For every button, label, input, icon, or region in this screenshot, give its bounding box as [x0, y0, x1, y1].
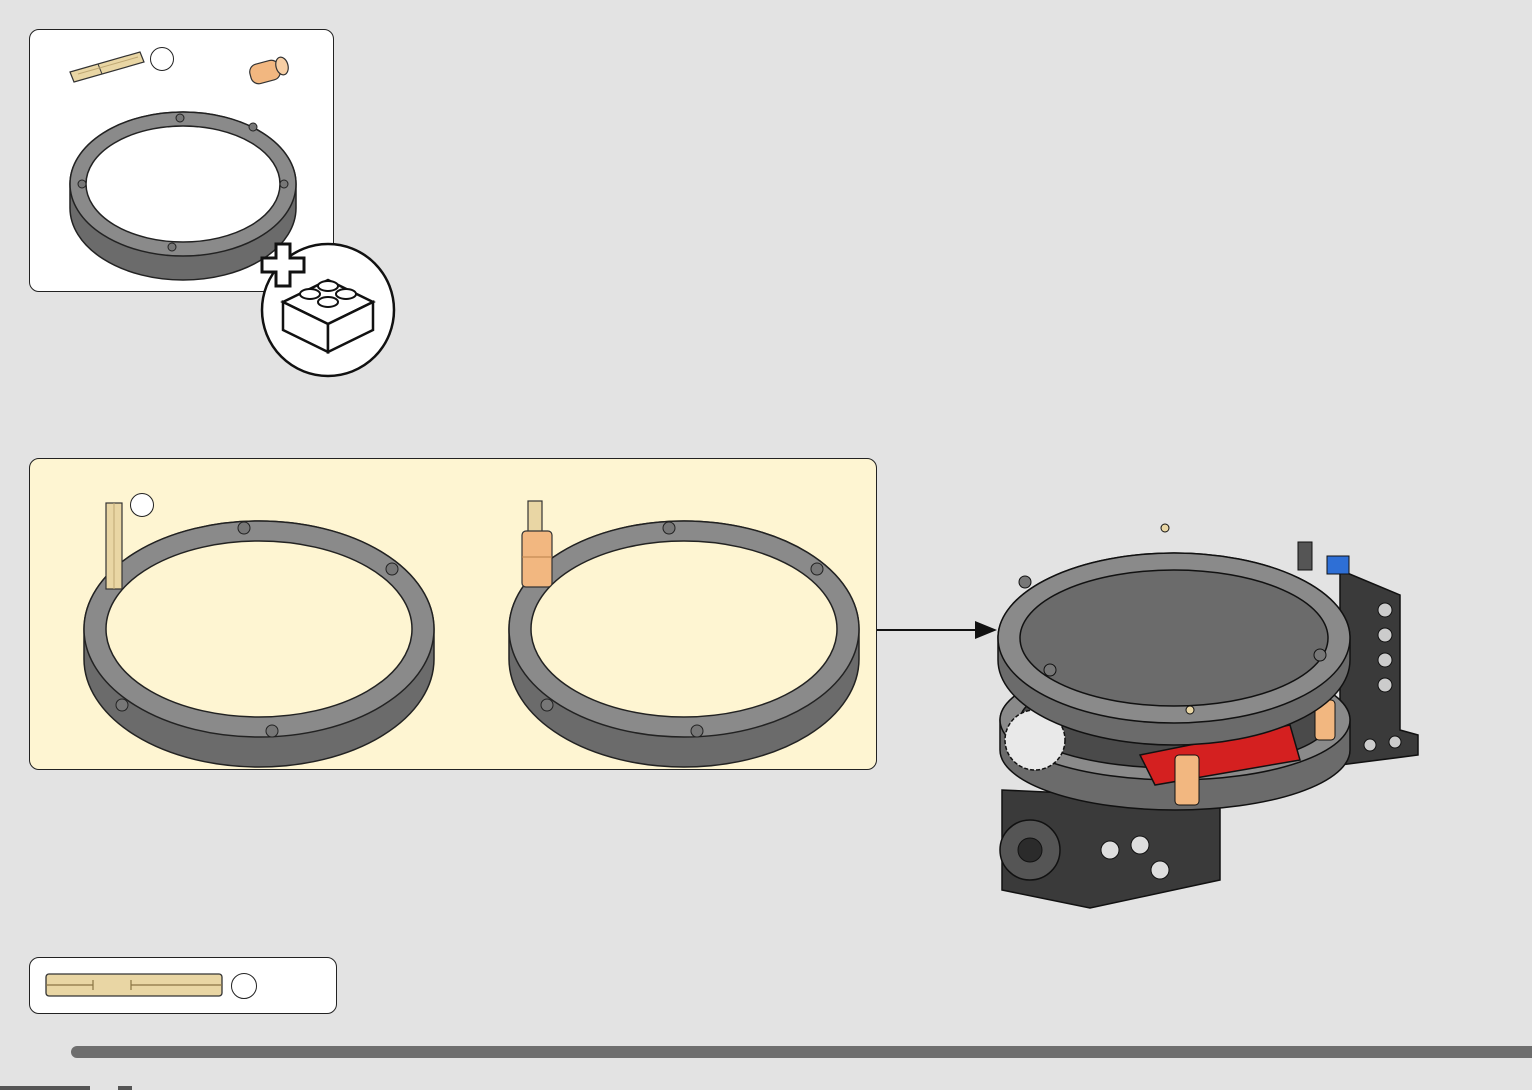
bush-part-icon: [520, 497, 556, 597]
substep-callout-panel: [29, 458, 877, 770]
assembled-model-illustration: [990, 510, 1425, 910]
arrow-icon: [877, 618, 999, 642]
add-brick-icon: [258, 240, 398, 380]
axle-pin-part-icon: [102, 497, 126, 593]
length-badge: [231, 973, 257, 999]
axle-length-ruler-icon: [45, 973, 225, 999]
bush-part-icon: [244, 50, 296, 90]
substep-frame-1-callout: [130, 493, 154, 517]
page-number-bar: [118, 1086, 132, 1090]
substep-frame-1-ring: [82, 519, 437, 754]
axle-pin-part-icon: [68, 46, 148, 86]
page-progress-bar: [71, 1046, 1532, 1058]
quantity-badge: [150, 47, 174, 71]
page-number-bar: [0, 1086, 90, 1090]
substep-frame-2-ring: [507, 519, 862, 754]
length-reference-panel: [29, 957, 337, 1014]
